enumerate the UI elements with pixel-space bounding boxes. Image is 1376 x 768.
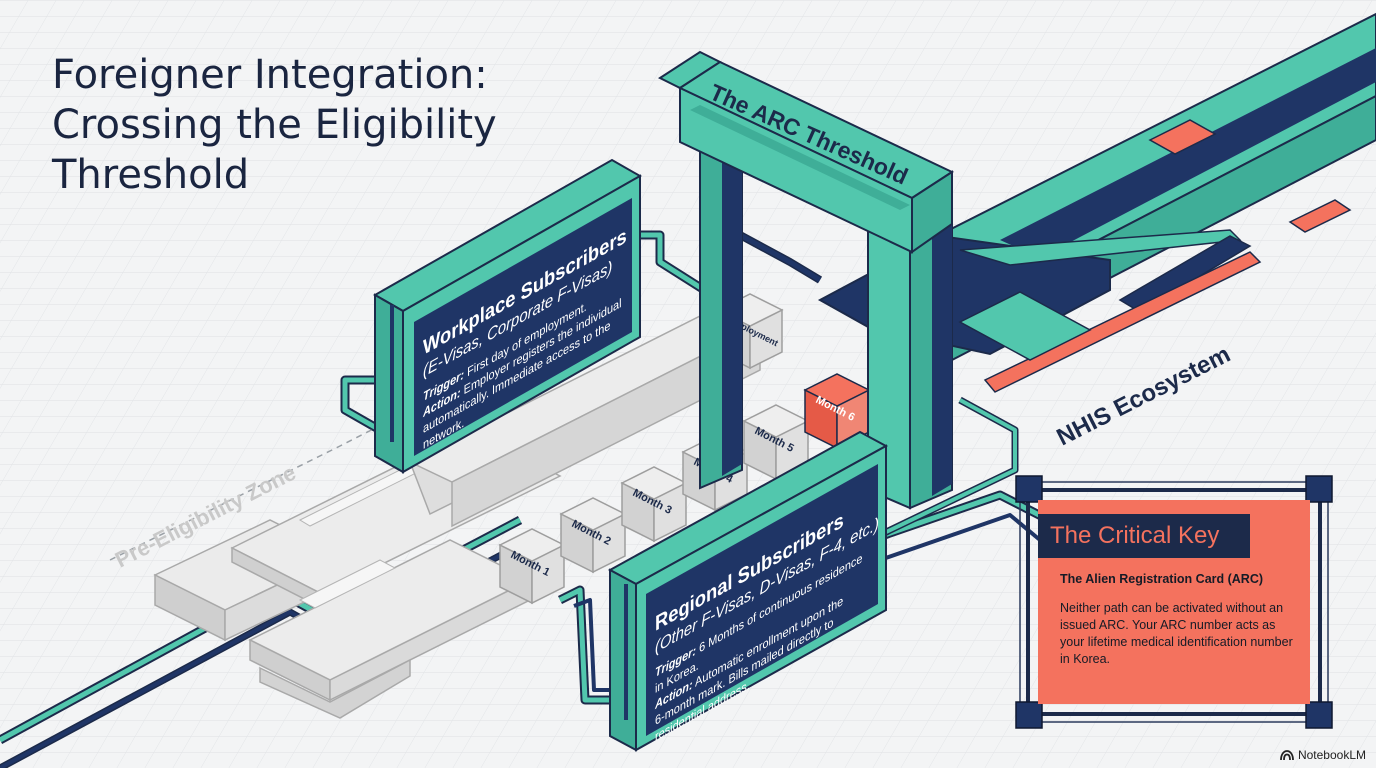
month-step-1: Month 1 — [498, 528, 566, 605]
critical-key-title: The Critical Key — [1038, 514, 1250, 558]
notebooklm-brand: NotebookLM — [1280, 748, 1366, 762]
notebooklm-logo-icon — [1280, 750, 1294, 761]
page-title: Foreigner Integration: Crossing the Elig… — [52, 50, 612, 200]
regional-panel-slab — [607, 430, 889, 752]
pre-eligibility-blocks — [153, 305, 762, 719]
critical-key-body: Neither path can be activated without an… — [1060, 601, 1293, 666]
title-line-3: Threshold — [52, 152, 250, 198]
brand-label: NotebookLM — [1297, 748, 1366, 762]
critical-key-subtitle: The Alien Registration Card (ARC) — [1060, 572, 1264, 586]
month-step-3: Month 3 — [620, 466, 688, 543]
critical-key-frame — [1015, 475, 1333, 729]
arc-threshold-gate — [657, 50, 955, 510]
workplace-panel-slab — [372, 158, 643, 474]
critical-key-card: The Critical Key The Alien Registration … — [1038, 500, 1310, 704]
month-step-2: Month 2 — [559, 497, 627, 574]
title-line-2: Crossing the Eligibility — [52, 102, 497, 148]
title-line-1: Foreigner Integration: — [52, 52, 488, 98]
